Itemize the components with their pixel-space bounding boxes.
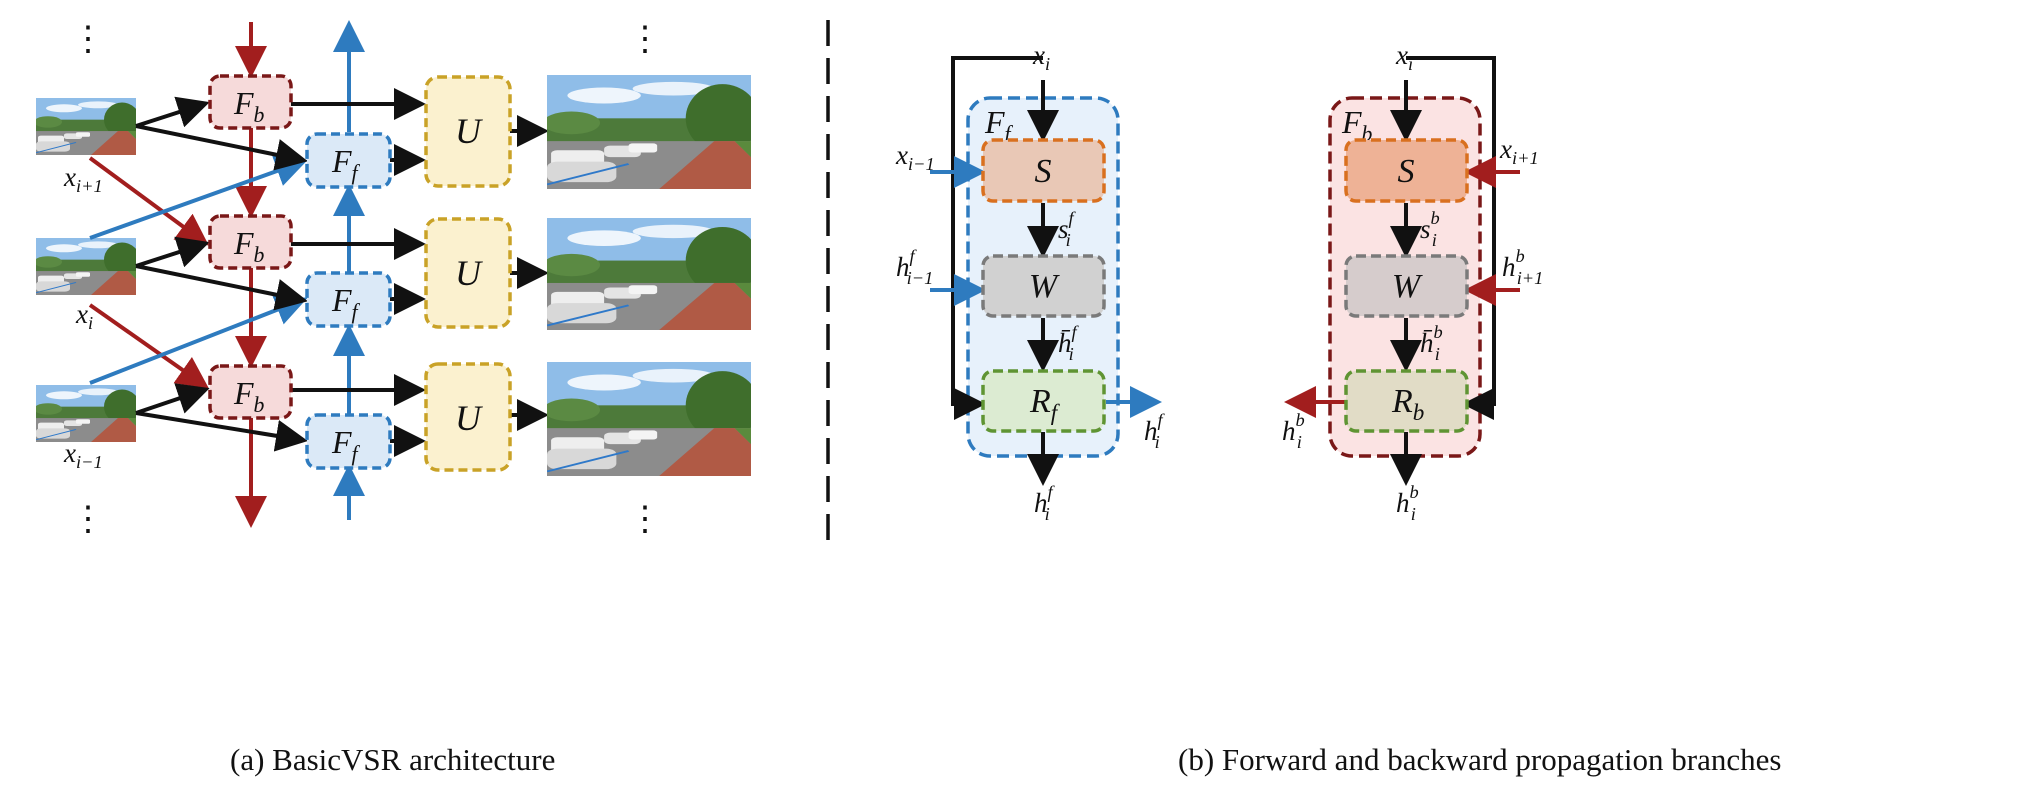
- svg-text:Fb: Fb: [233, 375, 265, 417]
- svg-text:Ff: Ff: [331, 143, 361, 185]
- backward-S-block: S: [1344, 138, 1469, 203]
- upsample-module-2: U: [424, 217, 512, 329]
- forward-branch-label: Ff: [984, 104, 1014, 146]
- ellipsis-top-right: ⋮: [628, 21, 662, 58]
- backward-module-2: Fb: [208, 214, 293, 270]
- svg-text:S: S: [1398, 153, 1415, 190]
- output-frame-1: [547, 75, 751, 189]
- forward-module-2: Ff: [305, 271, 392, 328]
- svg-text:W: W: [1392, 268, 1423, 305]
- output-frame-2: [547, 218, 751, 330]
- svg-text:W: W: [1029, 268, 1060, 305]
- output-frame-3: [547, 362, 751, 476]
- svg-text:Ff: Ff: [331, 282, 361, 324]
- label-x-i-minus-1: xi−1: [63, 438, 103, 472]
- backward-W-block: W: [1344, 254, 1469, 318]
- upsample-module-1: U: [424, 75, 512, 188]
- svg-text:U: U: [455, 398, 483, 438]
- upsample-module-3: U: [424, 362, 512, 472]
- forward-S-block: S: [981, 138, 1106, 203]
- label-x-i: xi: [75, 299, 93, 333]
- backward-module-1: Fb: [208, 74, 293, 130]
- ellipsis-bottom-right: ⋮: [628, 501, 662, 538]
- forward-input-x: xi: [1032, 40, 1050, 74]
- svg-text:Fb: Fb: [233, 225, 265, 267]
- label-x-i-plus-1: xi+1: [63, 162, 103, 196]
- backward-branch-label: Fb: [1341, 104, 1373, 146]
- forward-R-block: Rf: [981, 369, 1106, 433]
- caption-left: (a) BasicVSR architecture: [230, 742, 556, 777]
- svg-text:U: U: [455, 253, 483, 293]
- backward-propagation-arrows: [88, 22, 267, 528]
- svg-text:S: S: [1035, 153, 1052, 190]
- forward-side-x: xi−1: [895, 140, 935, 174]
- input-frame-x-i: [36, 238, 136, 295]
- ellipsis-bottom-left: ⋮: [71, 501, 105, 538]
- svg-text:Rb: Rb: [1391, 383, 1424, 426]
- backward-module-3: Fb: [208, 364, 293, 420]
- backward-side-x: xi+1: [1499, 134, 1539, 168]
- svg-text:Rf: Rf: [1029, 383, 1061, 426]
- forward-W-block: W: [981, 254, 1106, 318]
- svg-text:Fb: Fb: [233, 85, 265, 127]
- backward-R-block: Rb: [1344, 369, 1469, 433]
- forward-module-3: Ff: [305, 413, 392, 470]
- feature-arrows: [135, 88, 549, 457]
- input-frame-x-i-plus-1: [36, 98, 136, 155]
- input-frame-x-i-minus-1: [36, 385, 136, 442]
- forward-module-1: Ff: [305, 132, 392, 189]
- svg-text:Ff: Ff: [331, 424, 361, 466]
- ellipsis-top-left: ⋮: [71, 21, 105, 58]
- basicvsr-architecture: ⋮ ⋮ ⋮ ⋮ xi+1 xi xi−1: [36, 20, 751, 538]
- backward-input-x: xi: [1395, 40, 1413, 74]
- forward-propagation-arrows: [89, 20, 365, 520]
- caption-right: (b) Forward and backward propagation bra…: [1178, 742, 1782, 777]
- svg-text:U: U: [455, 111, 483, 151]
